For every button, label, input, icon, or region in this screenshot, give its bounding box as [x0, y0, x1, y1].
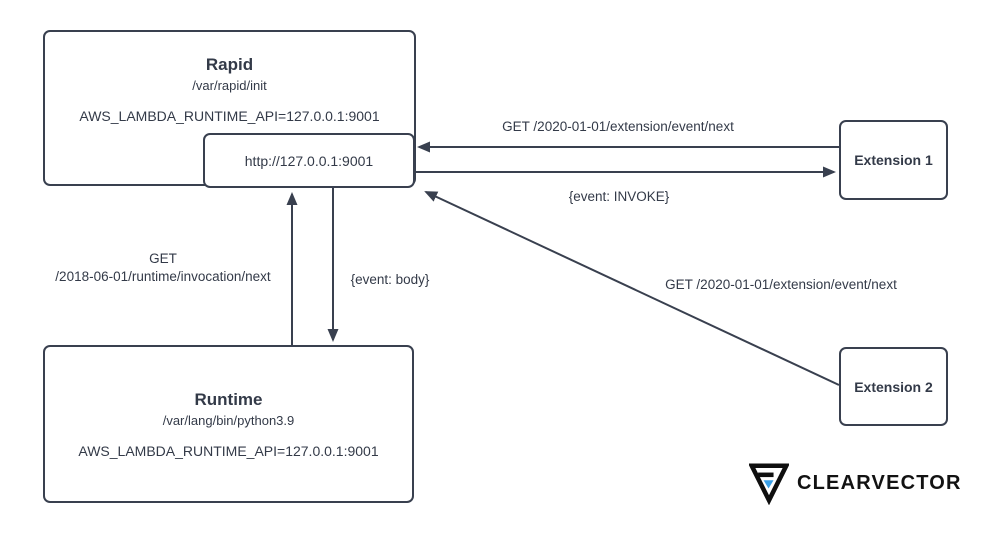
endpoint-node: http://127.0.0.1:9001 [203, 133, 415, 188]
clearvector-brand: CLEARVECTOR [749, 461, 962, 505]
edge-label-ext1-invoke: {event: INVOKE} [568, 189, 670, 204]
clearvector-logo-text: CLEARVECTOR [797, 471, 962, 494]
runtime-env: AWS_LAMBDA_RUNTIME_API=127.0.0.1:9001 [78, 443, 379, 459]
rapid-env: AWS_LAMBDA_RUNTIME_API=127.0.0.1:9001 [79, 108, 380, 124]
extension2-node: Extension 2 [839, 347, 948, 426]
edge-label-runtime-get-line2: /2018-06-01/runtime/invocation/next [55, 269, 271, 284]
runtime-node: Runtime /var/lang/bin/python3.9 AWS_LAMB… [43, 345, 414, 503]
edge-label-runtime-body: {event: body} [350, 272, 430, 287]
edge-label-runtime-get: GET /2018-06-01/runtime/invocation/next [55, 250, 270, 286]
clearvector-logo-icon [749, 463, 789, 505]
extension1-label: Extension 1 [854, 152, 933, 168]
rapid-path: /var/rapid/init [192, 78, 267, 93]
edge-label-ext1-get: GET /2020-01-01/extension/event/next [502, 119, 734, 134]
rapid-title: Rapid [205, 55, 254, 74]
edge-label-runtime-get-line1: GET [149, 251, 177, 266]
runtime-title: Runtime [194, 390, 263, 409]
runtime-path: /var/lang/bin/python3.9 [162, 413, 295, 428]
endpoint-label: http://127.0.0.1:9001 [244, 152, 374, 169]
edge-label-ext2-get: GET /2020-01-01/extension/event/next [665, 277, 897, 292]
edge-ext2-to-endpoint [424, 191, 840, 386]
rapid-node: Rapid /var/rapid/init AWS_LAMBDA_RUNTIME… [43, 30, 416, 186]
extension1-node: Extension 1 [839, 120, 948, 200]
extension2-label: Extension 2 [854, 378, 933, 395]
